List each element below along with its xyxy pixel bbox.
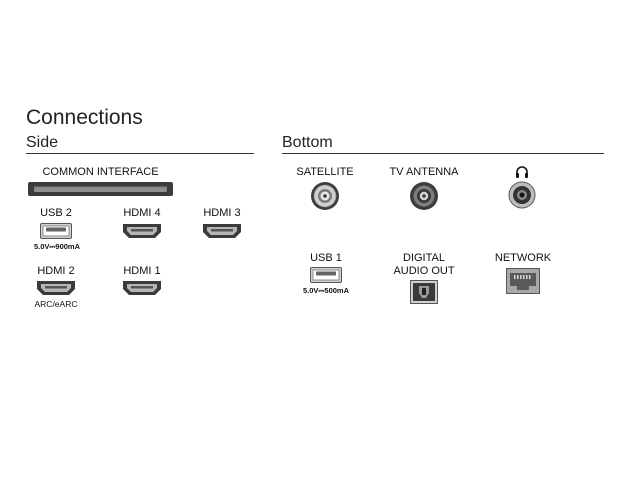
usb-2-power-rating: 5.0V⎓900mA [33,242,80,251]
hdmi-port-icon [123,224,161,238]
usb-port-icon [310,267,342,283]
ethernet-port-icon [506,268,540,294]
hdmi-port-icon [123,281,161,295]
port-label-tv-antenna: TV ANTENNA [389,166,459,178]
port-label-digital-audio-out-line2: AUDIO OUT [393,265,455,277]
section-heading-bottom: Bottom [282,134,333,151]
port-label-hdmi-3: HDMI 3 [203,207,241,219]
headphones-icon [516,166,528,178]
side-divider [26,153,254,154]
port-label-digital-audio-out-line1: DIGITAL [403,252,445,264]
optical-audio-port-icon [410,280,438,304]
usb-port-icon [40,223,72,239]
port-label-network: NETWORK [494,252,552,264]
common-interface-slot-icon [28,182,173,196]
port-label-usb-1: USB 1 [310,252,342,264]
port-label-usb-2: USB 2 [40,207,72,219]
hdmi-2-arc-label: ARC/eARC [34,299,78,309]
headphone-jack-icon [508,181,536,209]
port-label-hdmi-4: HDMI 4 [123,207,161,219]
satellite-connector-icon [311,182,339,210]
bottom-divider [282,153,604,154]
section-heading-side: Side [26,134,59,151]
port-label-hdmi-2: HDMI 2 [37,265,75,277]
page-title: Connections [26,106,143,129]
port-label-hdmi-1: HDMI 1 [123,265,161,277]
usb-1-power-rating: 5.0V⎓500mA [302,286,349,295]
port-label-common-interface: COMMON INTERFACE [42,166,159,178]
hdmi-port-icon [37,281,75,295]
hdmi-port-icon [203,224,241,238]
antenna-connector-icon [410,182,438,210]
port-label-satellite: SATELLITE [296,166,354,178]
